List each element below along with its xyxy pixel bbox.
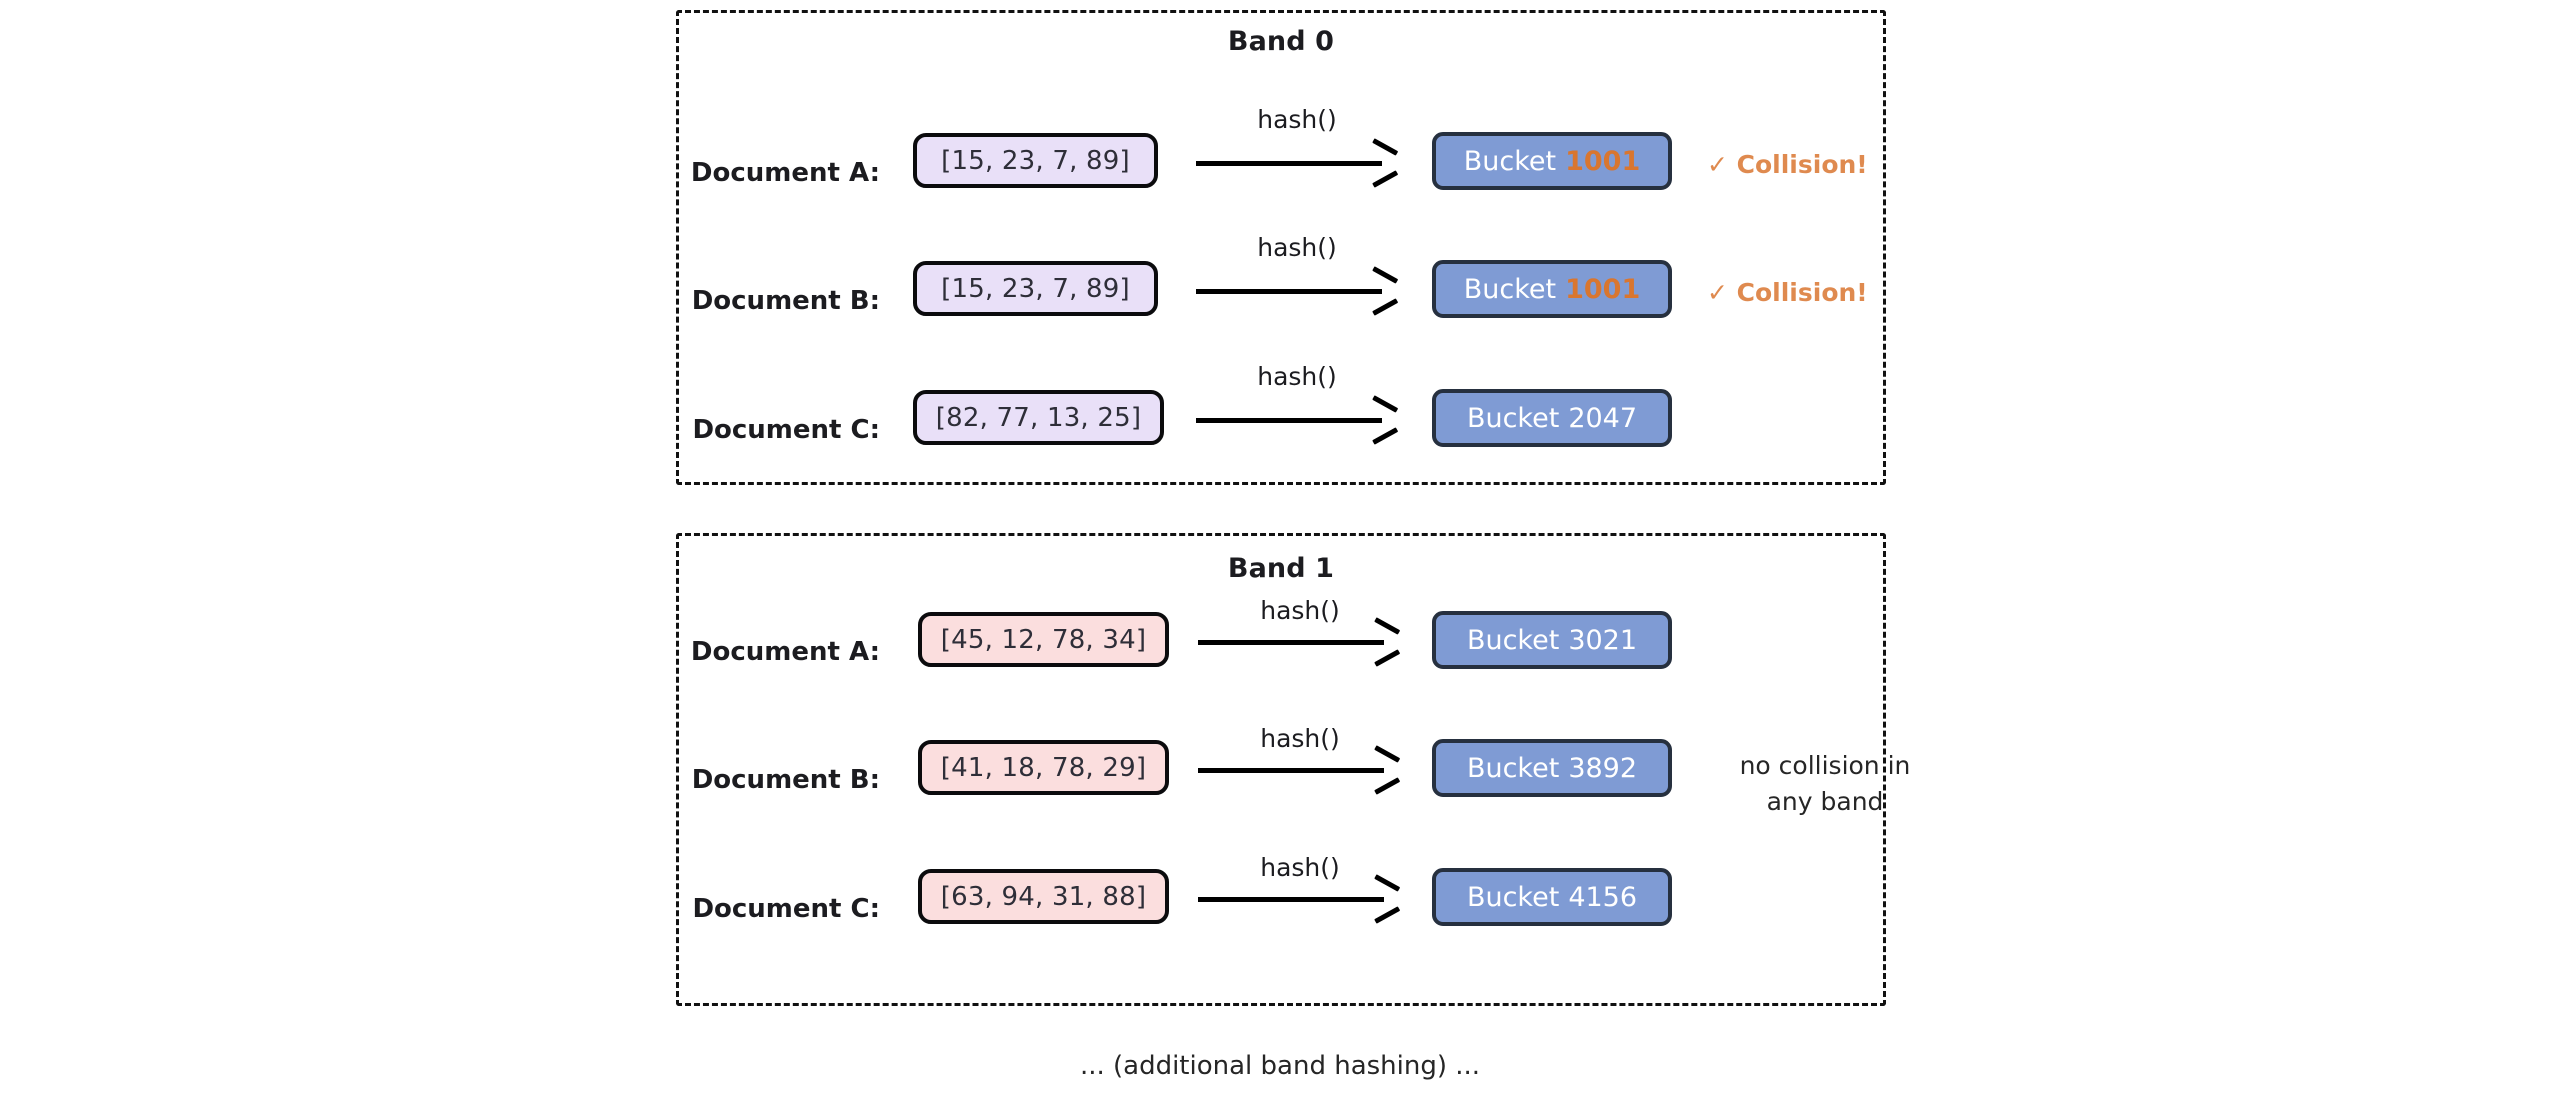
arrow-head bbox=[1370, 405, 1400, 435]
signature-box-band0-b: [15, 23, 7, 89] bbox=[913, 261, 1158, 316]
arrow-shaft bbox=[1196, 418, 1382, 423]
bucket-id: 2047 bbox=[1568, 402, 1638, 434]
collision-note-band0-a: ✓ Collision! bbox=[1707, 150, 1868, 179]
bucket-id: 3892 bbox=[1568, 752, 1638, 784]
band-container-1 bbox=[676, 533, 1886, 1006]
bucket-id: 3021 bbox=[1568, 624, 1638, 656]
arrow-head bbox=[1370, 148, 1400, 178]
bucket-box-band0-c: Bucket 2047 bbox=[1432, 389, 1672, 447]
bucket-box-band1-b: Bucket 3892 bbox=[1432, 739, 1672, 797]
band-title-0: Band 0 bbox=[1227, 26, 1335, 57]
signature-value: [45, 12, 78, 34] bbox=[940, 624, 1147, 655]
signature-box-band1-a: [45, 12, 78, 34] bbox=[918, 612, 1169, 667]
doc-label-band1-a: Document A: bbox=[690, 637, 880, 667]
bucket-word: Bucket bbox=[1463, 273, 1557, 305]
bucket-id: 4156 bbox=[1568, 881, 1638, 913]
hash-arrow-band0-a bbox=[1196, 148, 1400, 178]
hash-label-band1-a: hash() bbox=[1260, 596, 1340, 625]
bucket-word: Bucket bbox=[1466, 624, 1560, 656]
signature-value: [63, 94, 31, 88] bbox=[940, 881, 1147, 912]
bucket-id: 1001 bbox=[1565, 145, 1641, 177]
doc-label-band1-b: Document B: bbox=[691, 765, 880, 795]
no-collision-note-line-1: no collision in bbox=[1739, 751, 1911, 780]
bucket-box-band0-b: Bucket 1001 bbox=[1432, 260, 1672, 318]
signature-value: [82, 77, 13, 25] bbox=[935, 402, 1142, 433]
bucket-box-band0-a: Bucket 1001 bbox=[1432, 132, 1672, 190]
signature-value: [15, 23, 7, 89] bbox=[941, 273, 1130, 304]
hash-arrow-band0-c bbox=[1196, 405, 1400, 435]
arrow-head bbox=[1372, 627, 1402, 657]
hash-arrow-band1-a bbox=[1198, 627, 1402, 657]
signature-box-band0-a: [15, 23, 7, 89] bbox=[913, 133, 1158, 188]
doc-label-band0-b: Document B: bbox=[691, 286, 880, 316]
bucket-box-band1-c: Bucket 4156 bbox=[1432, 868, 1672, 926]
signature-box-band1-b: [41, 18, 78, 29] bbox=[918, 740, 1169, 795]
doc-label-band0-a: Document A: bbox=[690, 158, 880, 188]
signature-value: [41, 18, 78, 29] bbox=[940, 752, 1147, 783]
hash-label-band0-c: hash() bbox=[1257, 362, 1337, 391]
hash-arrow-band0-b bbox=[1196, 276, 1400, 306]
signature-box-band0-c: [82, 77, 13, 25] bbox=[913, 390, 1164, 445]
bucket-box-band1-a: Bucket 3021 bbox=[1432, 611, 1672, 669]
arrow-shaft bbox=[1198, 897, 1384, 902]
no-collision-note-line-2: any band bbox=[1766, 787, 1884, 817]
doc-label-band1-c: Document C: bbox=[692, 894, 880, 924]
arrow-head bbox=[1372, 755, 1402, 785]
bucket-word: Bucket bbox=[1466, 402, 1560, 434]
collision-note-band0-b: ✓ Collision! bbox=[1707, 278, 1868, 307]
hash-label-band0-b: hash() bbox=[1257, 233, 1337, 262]
hash-arrow-band1-c bbox=[1198, 884, 1402, 914]
arrow-shaft bbox=[1198, 640, 1384, 645]
bucket-word: Bucket bbox=[1463, 145, 1557, 177]
arrow-head bbox=[1370, 276, 1400, 306]
hash-label-band0-a: hash() bbox=[1257, 105, 1337, 134]
bucket-word: Bucket bbox=[1466, 752, 1560, 784]
footer-caption: ... (additional band hashing) ... bbox=[1079, 1051, 1481, 1081]
arrow-shaft bbox=[1196, 161, 1382, 166]
hash-label-band1-c: hash() bbox=[1260, 853, 1340, 882]
no-collision-note: no collision in any band bbox=[1700, 748, 1950, 821]
band-container-0 bbox=[676, 10, 1886, 485]
hash-label-band1-b: hash() bbox=[1260, 724, 1340, 753]
arrow-shaft bbox=[1198, 768, 1384, 773]
bucket-word: Bucket bbox=[1466, 881, 1560, 913]
arrow-head bbox=[1372, 884, 1402, 914]
signature-box-band1-c: [63, 94, 31, 88] bbox=[918, 869, 1169, 924]
arrow-shaft bbox=[1196, 289, 1382, 294]
hash-arrow-band1-b bbox=[1198, 755, 1402, 785]
doc-label-band0-c: Document C: bbox=[692, 415, 880, 445]
bucket-id: 1001 bbox=[1565, 273, 1641, 305]
band-title-1: Band 1 bbox=[1227, 553, 1335, 584]
signature-value: [15, 23, 7, 89] bbox=[941, 145, 1130, 176]
